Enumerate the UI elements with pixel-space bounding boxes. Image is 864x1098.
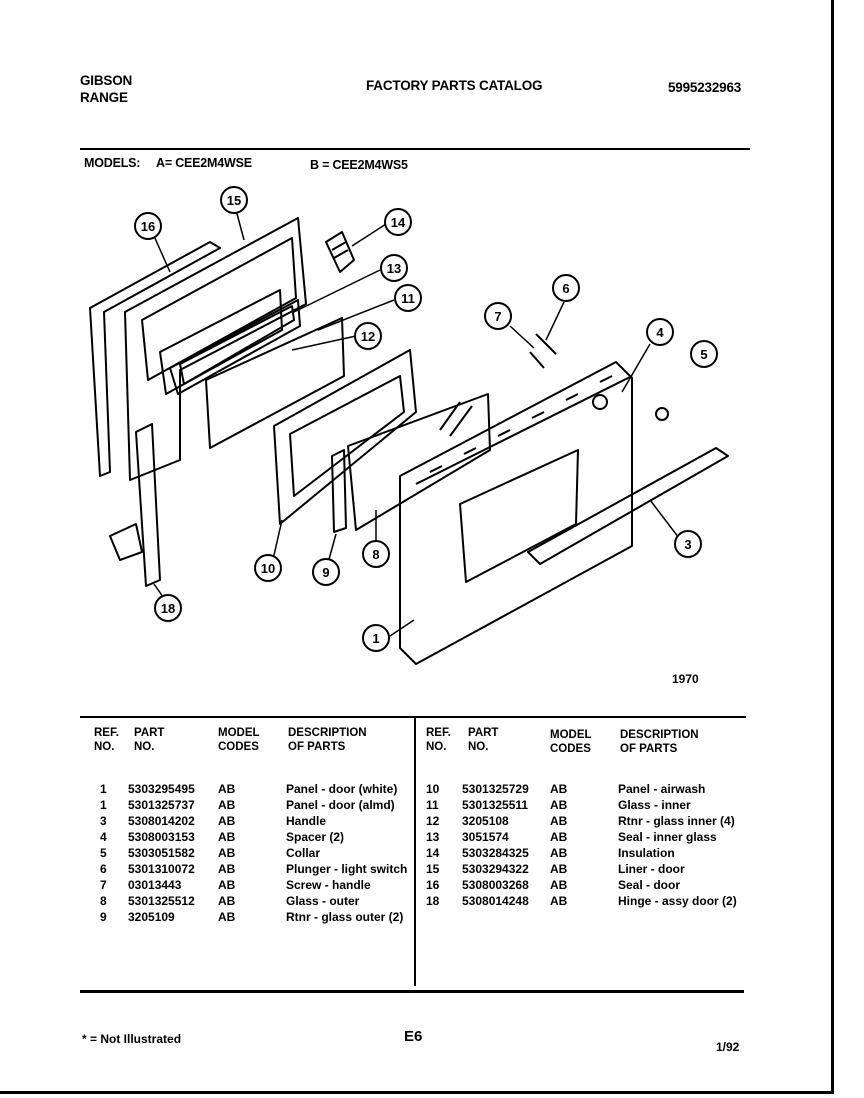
door-seal-part [89,241,221,477]
callout-5: 5 [690,340,718,368]
brand-product: RANGE [80,90,128,105]
callout-13: 13 [380,254,408,282]
svg-text:8: 8 [372,547,379,562]
callout-1: 1 [362,624,390,652]
svg-text:9: 9 [322,565,329,580]
header-ref: REF.NO. [426,727,451,753]
airwash-panel-part [273,349,417,525]
callout-7: 7 [484,302,512,330]
callout-4: 4 [646,318,674,346]
brand-block: GIBSON RANGE [80,72,132,106]
footnote: * = Not Illustrated [82,1032,182,1046]
door-panel-part [399,361,633,665]
svg-text:16: 16 [141,219,155,234]
exploded-door-diagram: 16 15 14 13 11 12 7 6 4 5 3 10 9 8 1 18 [89,186,729,665]
outer-glass-part [347,393,491,531]
screw-part [529,351,545,369]
svg-text:5: 5 [700,347,707,362]
callout-9: 9 [312,558,340,586]
insulation-part [325,231,355,273]
figure-number: 1970 [672,672,699,686]
hinge-part [135,423,161,587]
spacer-part [592,394,608,410]
catalog-number: 5995232963 [668,80,742,95]
callout-10: 10 [254,554,282,582]
svg-text:13: 13 [387,261,401,276]
svg-text:6: 6 [562,281,569,296]
models-label: MODELS: [84,156,141,170]
callout-3: 3 [674,530,702,558]
svg-text:15: 15 [227,193,241,208]
header-ref: REF.NO. [94,727,119,753]
svg-text:1: 1 [372,631,379,646]
callout-6: 6 [552,274,580,302]
callout-14: 14 [384,208,412,236]
svg-text:7: 7 [494,309,501,324]
svg-text:18: 18 [161,601,175,616]
header-rule [80,148,750,150]
catalog-title: FACTORY PARTS CATALOG [366,78,543,93]
inner-glass-part [205,317,345,449]
callout-12: 12 [354,322,382,350]
page-number: E6 [404,1028,423,1045]
glass-retainer-part [331,449,347,533]
handle-part [527,447,729,565]
brand-name: GIBSON [80,73,133,88]
callout-16: 16 [134,212,162,240]
collar-part [655,407,669,421]
page-border [0,0,834,1094]
table-divider [414,718,416,986]
table-bottom-rule [80,990,744,993]
svg-text:3: 3 [684,537,691,552]
plunger-part [535,333,557,355]
svg-text:14: 14 [391,215,406,230]
callout-markers: 16 15 14 13 11 12 7 6 4 5 3 10 9 8 1 18 [134,186,718,652]
callout-11: 11 [394,284,422,312]
callout-18: 18 [154,594,182,622]
revision-date: 1/92 [716,1040,740,1054]
model-a: A= CEE2M4WSE [156,156,252,170]
svg-text:4: 4 [656,325,664,340]
svg-text:11: 11 [401,291,415,306]
liner-part [124,217,307,481]
model-b: B = CEE2M4WS5 [310,158,408,172]
svg-text:12: 12 [361,329,375,344]
callout-15: 15 [220,186,248,214]
svg-text:10: 10 [261,561,275,576]
table-top-rule [80,716,746,718]
inner-glass-seal-part [169,299,301,395]
callout-8: 8 [362,540,390,568]
